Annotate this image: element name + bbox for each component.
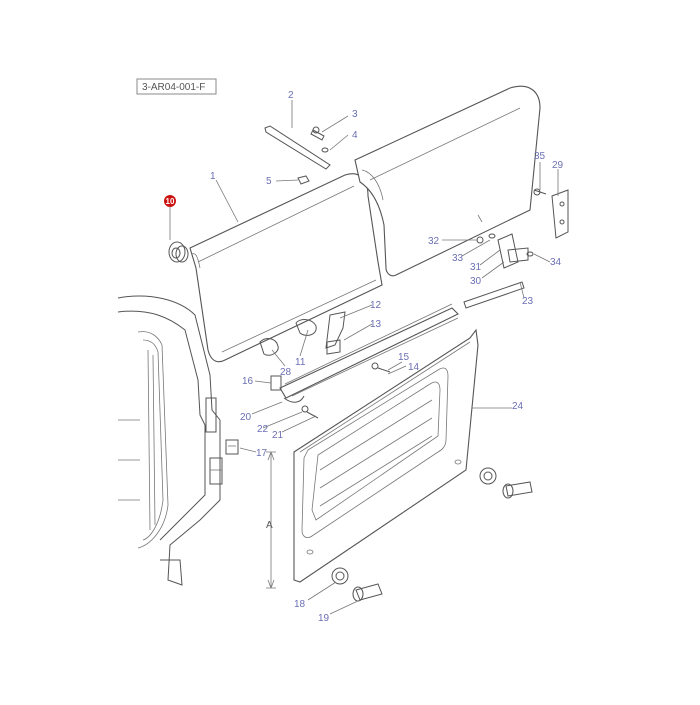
part-label-33[interactable]: 33 <box>452 253 464 264</box>
part-label-18[interactable]: 18 <box>294 599 306 610</box>
dimension-label: A <box>266 520 273 531</box>
part-label-1[interactable]: 1 <box>210 171 216 182</box>
part-label-21[interactable]: 21 <box>272 430 284 441</box>
part-label-4[interactable]: 4 <box>352 130 358 141</box>
part-label-12[interactable]: 12 <box>370 300 382 311</box>
side-door-panel <box>293 328 479 583</box>
cap-part-10 <box>168 241 189 263</box>
part-label-34[interactable]: 34 <box>550 257 562 268</box>
part-label-16[interactable]: 16 <box>242 376 254 387</box>
door-knob-lower <box>331 567 383 602</box>
part-label-2[interactable]: 2 <box>288 90 294 101</box>
cab-frame <box>117 295 223 586</box>
part-labels: 2 3 4 5 1 12 13 11 28 16 20 22 21 15 14 … <box>210 90 564 624</box>
small-screw <box>371 362 391 373</box>
part-label-17[interactable]: 17 <box>256 448 268 459</box>
bracket <box>264 125 331 170</box>
part-label-29[interactable]: 29 <box>552 160 564 171</box>
part-label-31[interactable]: 31 <box>470 262 482 273</box>
top-panel-left <box>189 173 383 363</box>
part-label-13[interactable]: 13 <box>370 319 382 330</box>
part-label-14[interactable]: 14 <box>408 362 420 373</box>
part-label-11[interactable]: 11 <box>295 357 306 368</box>
top-panel-right <box>354 85 541 277</box>
part-label-35[interactable]: 35 <box>534 151 546 162</box>
part-label-22[interactable]: 22 <box>257 424 269 435</box>
part-label-32[interactable]: 32 <box>428 236 440 247</box>
door-knob-upper <box>479 467 533 499</box>
highlight-marker-label: 10 <box>166 197 175 206</box>
bolt-and-washer <box>310 126 329 153</box>
part-label-3[interactable]: 3 <box>352 109 358 120</box>
reference-box: 3-AR04-001-F <box>136 78 217 95</box>
clip <box>225 439 239 455</box>
dimension-a: A <box>266 451 276 589</box>
part-label-24[interactable]: 24 <box>512 401 524 412</box>
hinge-assembly <box>463 188 569 309</box>
reference-code: 3-AR04-001-F <box>142 82 205 93</box>
part-label-15[interactable]: 15 <box>398 352 410 363</box>
part-label-28[interactable]: 28 <box>280 367 292 378</box>
part-label-5[interactable]: 5 <box>266 176 272 187</box>
highlight-marker[interactable]: 10 <box>164 195 176 207</box>
part-label-23[interactable]: 23 <box>522 296 534 307</box>
part-label-30[interactable]: 30 <box>470 276 482 287</box>
nut <box>297 175 310 185</box>
latch-assembly <box>259 311 346 356</box>
part-label-20[interactable]: 20 <box>240 412 252 423</box>
part-label-19[interactable]: 19 <box>318 613 330 624</box>
rail <box>270 303 459 419</box>
leader-lines <box>169 100 559 615</box>
